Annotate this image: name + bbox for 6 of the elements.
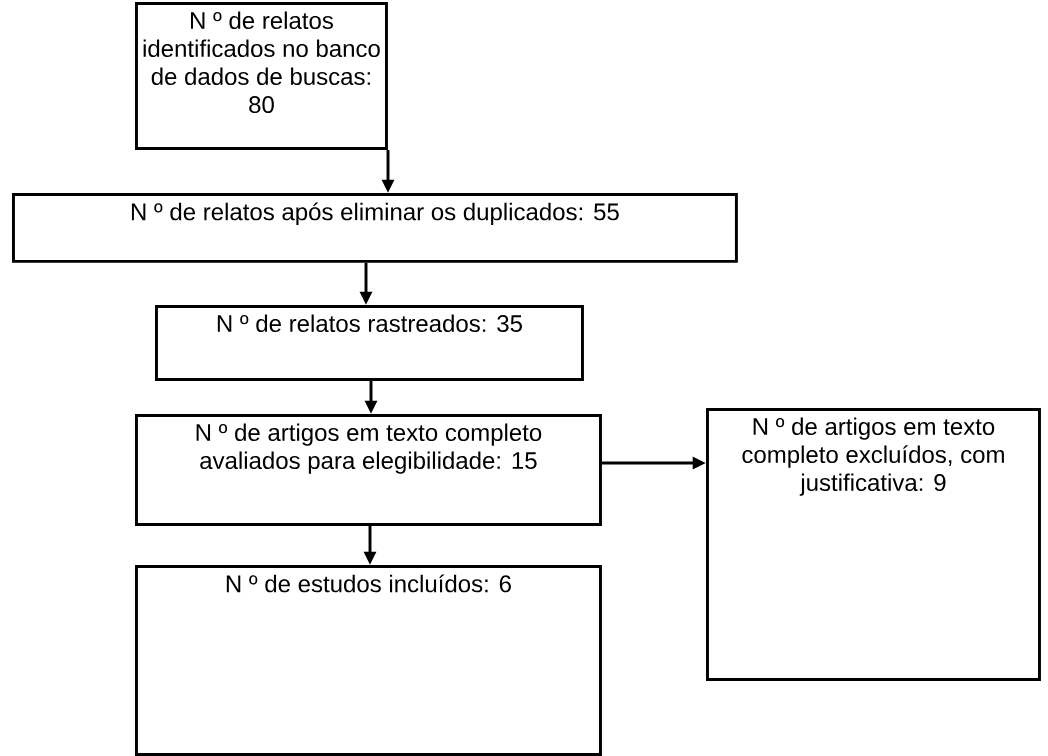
process-box: N º de relatos após eliminar os duplicados: 55 bbox=[12, 193, 738, 263]
process-box: N º de artigos em texto completo excluídos, com justificativa: 9 bbox=[706, 408, 1041, 681]
process-box: N º de artigos em texto completo avaliados para elegibilidade: 15 bbox=[135, 414, 602, 526]
process-box: N º de relatos identificados no banco de dados de buscas: 80 bbox=[135, 2, 388, 150]
process-box: N º de relatos rastreados: 35 bbox=[155, 305, 584, 381]
process-box: N º de estudos incluídos: 6 bbox=[135, 565, 602, 756]
